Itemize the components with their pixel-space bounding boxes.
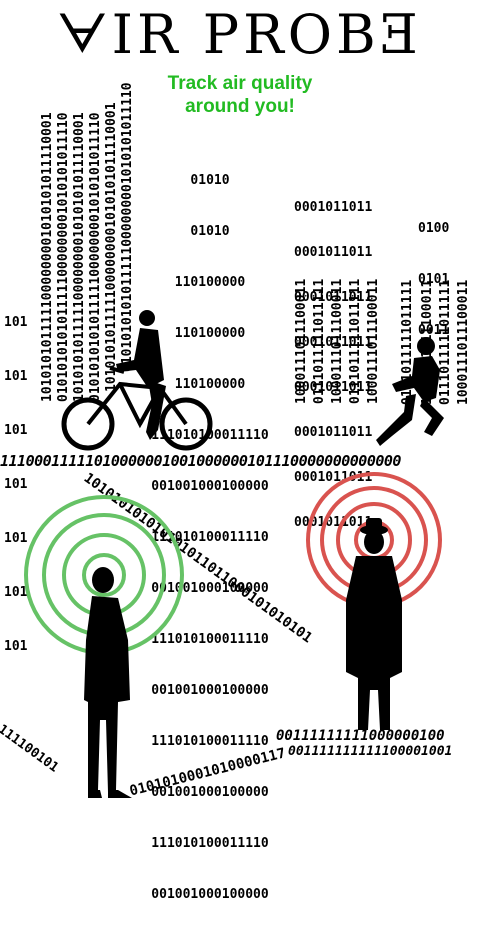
bin-row: 111010100011110 [151, 428, 269, 443]
bin-row: 01010 [190, 173, 230, 188]
app-title: ᗄIR PROBƎ [56, 3, 424, 66]
runner-silhouette-icon [376, 337, 444, 446]
bin-row: 0001011011 [294, 335, 373, 350]
tower-far-right: 0100 0101 0011 [418, 186, 449, 373]
ground-binary-line: 1110001111101000000100100000010111000000… [0, 452, 401, 470]
tagline-line-1: Track air quality [167, 73, 313, 94]
illustration-layer [24, 310, 444, 798]
bin-row: 101 [4, 477, 28, 492]
bin-row: 0001011011 [294, 380, 373, 395]
bin-row: 101 [4, 585, 28, 600]
binary-stream-bottom-right-top: 00111111111000000100 [276, 728, 445, 744]
bin-row: 0001011011 [294, 290, 373, 305]
bin-row: 01010 [190, 224, 230, 239]
bin-row: 101 [4, 423, 28, 438]
bin-row: 0011 [418, 323, 450, 338]
tagline: Track air quality around you! [140, 72, 340, 118]
binary-stream-bottom-right-bottom: 001111111111100001001 [288, 744, 453, 759]
bin-row: 101 [4, 369, 28, 384]
bin-row: 0001011011 [294, 470, 373, 485]
person-in-coat-icon [346, 518, 402, 730]
bin-row: 0001011011 [294, 515, 373, 530]
tower-far-left: 101 101 101 101 101 101 101 [4, 278, 35, 692]
bin-row: 101 [4, 639, 28, 654]
bin-row: 111010100011110 [151, 530, 269, 545]
bin-row: 111010100011110 [151, 632, 269, 647]
bin-row: 110100000 [174, 326, 246, 341]
cyclist-silhouette-icon [61, 310, 213, 451]
bin-row: 0001011011 [294, 425, 373, 440]
bin-row: 110100000 [174, 275, 246, 290]
tower-right: 0001011011 0001011011 0001011011 0001011… [294, 170, 372, 560]
bin-row: 001001000100000 [151, 785, 269, 800]
bin-row: 0101 [418, 272, 450, 287]
bin-row: 001001000100000 [151, 479, 269, 494]
person-looking-up-icon [84, 567, 132, 798]
bin-row: 101 [4, 531, 28, 546]
tagline-line-2: around you! [185, 96, 295, 117]
bin-row: 111010100011110 [151, 734, 269, 749]
bin-row: 001001000100000 [151, 887, 269, 902]
bin-row: 101 [4, 315, 28, 330]
bin-row: 001001000100000 [151, 683, 269, 698]
bin-row: 0100 [418, 221, 450, 236]
bin-row: 110100000 [174, 377, 246, 392]
bin-row: 0001011011 [294, 200, 373, 215]
bin-row: 111010100011110 [151, 836, 269, 851]
bin-row: 0001011011 [294, 245, 373, 260]
